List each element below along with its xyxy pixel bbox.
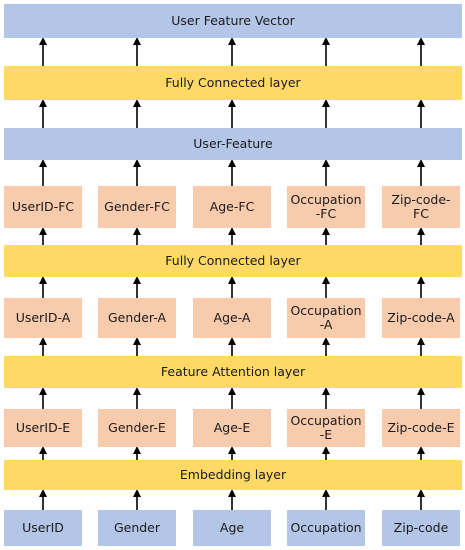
- fc-output-label: Occupation -FC: [290, 191, 362, 221]
- embedding-output-zipcode: Zip-code-E: [382, 409, 460, 447]
- embedding-output-label: Zip-code-E: [387, 419, 455, 435]
- fc-output-label: Age-FC: [209, 198, 255, 214]
- attention-output-label: Age-A: [213, 309, 251, 325]
- input-label: Gender: [113, 519, 161, 535]
- embedding-layer-bar: Embedding layer: [4, 460, 462, 490]
- fc-output-occupation: Occupation -FC: [287, 186, 365, 228]
- input-zipcode: Zip-code: [382, 510, 460, 546]
- fc-output-zipcode: Zip-code- FC: [382, 186, 460, 228]
- attention-output-age: Age-A: [193, 298, 271, 338]
- user-feature-label: User-Feature: [193, 135, 273, 151]
- fully-connected-layer-top-label: Fully Connected layer: [165, 74, 301, 90]
- user-feature-vector-bar: User Feature Vector: [4, 4, 462, 38]
- attention-output-userid: UserID-A: [4, 298, 82, 338]
- fc-output-userid: UserID-FC: [4, 186, 82, 228]
- input-label: Age: [219, 519, 245, 535]
- fc-output-label: UserID-FC: [11, 198, 75, 214]
- attention-output-label: UserID-A: [15, 309, 71, 325]
- fully-connected-layer-top-bar: Fully Connected layer: [4, 66, 462, 100]
- embedding-output-gender: Gender-E: [98, 409, 176, 447]
- user-feature-bar: User-Feature: [4, 128, 462, 160]
- fc-output-age: Age-FC: [193, 186, 271, 228]
- attention-output-zipcode: Zip-code-A: [382, 298, 460, 338]
- embedding-output-label: Age-E: [213, 419, 251, 435]
- attention-output-occupation: Occupation -A: [287, 298, 365, 338]
- embedding-output-occupation: Occupation -E: [287, 409, 365, 447]
- fc-output-label: Zip-code- FC: [391, 191, 451, 221]
- fc-output-label: Gender-FC: [104, 198, 170, 214]
- input-userid: UserID: [4, 510, 82, 546]
- fc-output-gender: Gender-FC: [98, 186, 176, 228]
- attention-output-label: Gender-A: [107, 309, 167, 325]
- embedding-layer-label: Embedding layer: [179, 466, 287, 482]
- embedding-output-age: Age-E: [193, 409, 271, 447]
- embedding-output-userid: UserID-E: [4, 409, 82, 447]
- input-label: Zip-code: [393, 519, 449, 535]
- embedding-output-label: UserID-E: [15, 419, 71, 435]
- input-age: Age: [193, 510, 271, 546]
- user-feature-vector-label: User Feature Vector: [171, 12, 295, 28]
- input-gender: Gender: [98, 510, 176, 546]
- attention-output-label: Occupation -A: [290, 302, 362, 332]
- fully-connected-layer-mid-label: Fully Connected layer: [165, 252, 301, 268]
- input-label: Occupation: [290, 519, 362, 535]
- fully-connected-layer-mid-bar: Fully Connected layer: [4, 245, 462, 277]
- embedding-output-label: Occupation -E: [290, 412, 362, 442]
- attention-output-gender: Gender-A: [98, 298, 176, 338]
- embedding-output-label: Gender-E: [108, 419, 166, 435]
- input-occupation: Occupation: [287, 510, 365, 546]
- attention-output-label: Zip-code-A: [387, 309, 455, 325]
- feature-attention-layer-bar: Feature Attention layer: [4, 356, 462, 388]
- input-label: UserID: [22, 519, 64, 535]
- feature-attention-layer-label: Feature Attention layer: [160, 363, 306, 379]
